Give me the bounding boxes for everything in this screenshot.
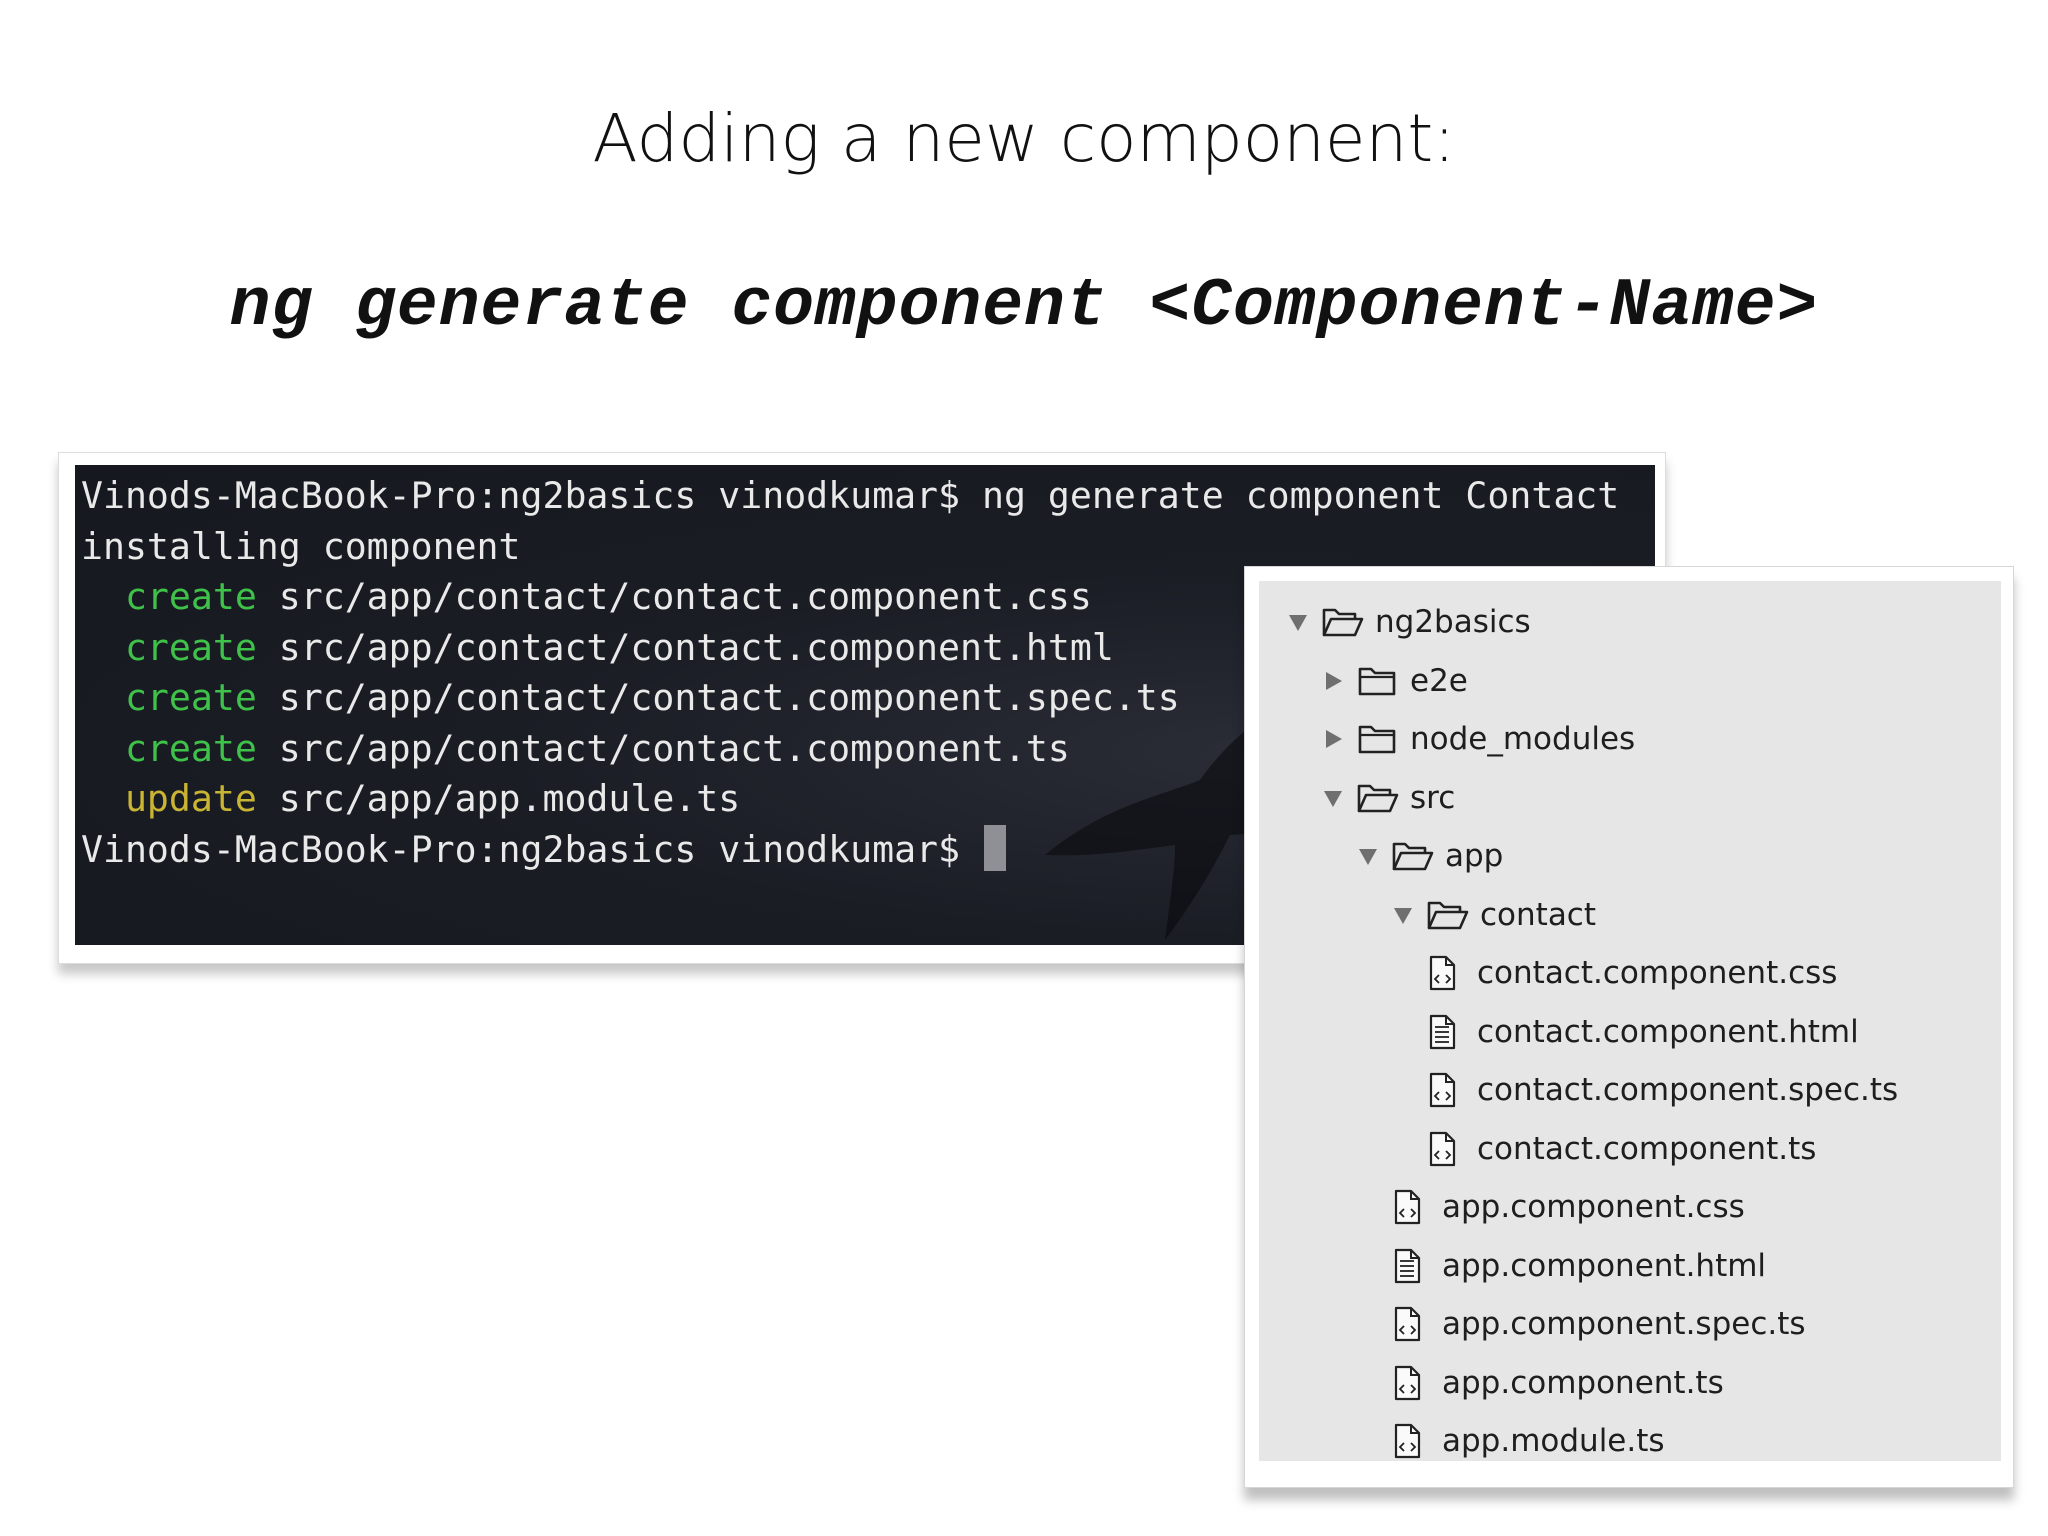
terminal-text: create xyxy=(124,575,257,618)
tree-file[interactable]: contact.component.spec.ts xyxy=(1259,1061,2001,1119)
tree-item-label: contact xyxy=(1480,896,1597,933)
terminal-text xyxy=(81,626,125,669)
terminal-line: installing component xyxy=(81,522,1619,573)
tree-file[interactable]: app.component.html xyxy=(1259,1237,2001,1295)
code-file-icon xyxy=(1394,1423,1421,1459)
folder-icon xyxy=(1358,725,1396,754)
tree-item-label: app.module.ts xyxy=(1442,1423,1665,1459)
terminal-text: create xyxy=(124,625,257,669)
terminal-line: create src/app/contact/contact.component… xyxy=(81,572,1619,623)
terminal-line: create src/app/contact/contact.component… xyxy=(81,623,1619,674)
folder-open-icon xyxy=(1392,842,1434,871)
tree-file[interactable]: contact.component.ts xyxy=(1259,1120,2001,1178)
terminal-screenshot: Vinods-MacBook-Pro:ng2basics vinodkumar$… xyxy=(58,452,1666,964)
tree-item-label: app.component.spec.ts xyxy=(1442,1306,1806,1342)
tree-item-label: src xyxy=(1410,779,1456,816)
code-file-icon xyxy=(1394,1189,1421,1225)
disclosure-collapsed-icon[interactable] xyxy=(1322,728,1344,750)
terminal-text xyxy=(81,676,125,719)
terminal-text: create xyxy=(124,676,257,719)
code-file-icon xyxy=(1429,1072,1456,1108)
terminal-text: Vinods-MacBook-Pro:ng2basics vinodkumar$ xyxy=(81,827,982,871)
folder-icon xyxy=(1358,667,1396,695)
markup-file-icon xyxy=(1429,1014,1456,1049)
terminal-text: src/app/app.module.ts xyxy=(256,777,741,820)
tree-item-label: e2e xyxy=(1410,662,1468,699)
terminal-line: Vinods-MacBook-Pro:ng2basics vinodkumar$… xyxy=(81,471,1619,522)
folder-open-icon xyxy=(1357,784,1399,812)
tree-item-label: contact.component.spec.ts xyxy=(1477,1072,1899,1108)
tree-file[interactable]: contact.component.css xyxy=(1259,944,2001,1002)
folder-open-icon xyxy=(1427,901,1469,929)
terminal-text: installing component xyxy=(81,524,521,568)
code-file-icon xyxy=(1394,1306,1421,1342)
terminal-line: Vinods-MacBook-Pro:ng2basics vinodkumar$ xyxy=(81,824,1619,876)
tree-folder-app[interactable]: app xyxy=(1259,827,2001,885)
code-file-icon xyxy=(1394,1365,1421,1400)
terminal-text xyxy=(81,727,125,770)
terminal-text: create xyxy=(124,726,257,770)
folder-open-icon xyxy=(1322,608,1364,637)
disclosure-expanded-icon[interactable] xyxy=(1357,845,1379,867)
terminal-text xyxy=(81,575,125,618)
tree-item-label: app.component.html xyxy=(1442,1247,1767,1284)
terminal-line: create src/app/contact/contact.component… xyxy=(81,673,1619,724)
tree-item-label: app xyxy=(1445,838,1504,874)
tree-item-label: app.component.ts xyxy=(1442,1364,1724,1401)
terminal-text: Vinods-MacBook-Pro:ng2basics vinodkumar$… xyxy=(81,474,1620,517)
terminal-text: src/app/contact/contact.component.ts xyxy=(256,726,1070,770)
tree-file[interactable]: app.component.spec.ts xyxy=(1259,1295,2001,1353)
terminal-text: src/app/contact/contact.component.html xyxy=(256,625,1114,669)
code-file-icon xyxy=(1429,955,1456,991)
tree-file[interactable]: contact.component.html xyxy=(1259,1003,2001,1061)
tree-folder-ng2basics[interactable]: ng2basics xyxy=(1259,593,2001,651)
tree-item-label: contact.component.css xyxy=(1477,955,1838,991)
tree-item-label: contact.component.ts xyxy=(1477,1130,1817,1167)
tree-folder-node-modules[interactable]: node_modules xyxy=(1259,710,2001,768)
tree-item-label: contact.component.html xyxy=(1477,1013,1859,1050)
terminal-text: src/app/contact/contact.component.css xyxy=(256,575,1092,618)
markup-file-icon xyxy=(1394,1248,1421,1283)
tree-folder-e2e[interactable]: e2e xyxy=(1259,652,2001,710)
disclosure-expanded-icon[interactable] xyxy=(1322,787,1344,809)
tree-folder-contact[interactable]: contact xyxy=(1259,886,2001,944)
tree-file[interactable]: app.module.ts xyxy=(1259,1412,2001,1461)
slide-title: Adding a new component: xyxy=(592,100,1456,177)
disclosure-collapsed-icon[interactable] xyxy=(1322,670,1344,692)
disclosure-expanded-icon[interactable] xyxy=(1287,611,1309,633)
tree-item-label: ng2basics xyxy=(1375,604,1531,640)
terminal-text xyxy=(81,777,125,820)
terminal-text: src/app/contact/contact.component.spec.t… xyxy=(256,676,1180,719)
terminal-text: update xyxy=(124,777,257,820)
tree-item-label: app.component.css xyxy=(1442,1189,1745,1225)
tree-file[interactable]: app.component.ts xyxy=(1259,1354,2001,1412)
terminal-cursor xyxy=(983,824,1006,871)
tree-file[interactable]: app.component.css xyxy=(1259,1178,2001,1236)
disclosure-expanded-icon[interactable] xyxy=(1392,904,1414,926)
terminal-line: update src/app/app.module.ts xyxy=(81,774,1619,825)
terminal-line: create src/app/contact/contact.component… xyxy=(81,724,1619,775)
command-syntax: ng generate component <Component-Name> xyxy=(229,268,1819,345)
tree-item-label: node_modules xyxy=(1410,721,1636,757)
terminal-window[interactable]: Vinods-MacBook-Pro:ng2basics vinodkumar$… xyxy=(75,465,1655,945)
code-file-icon xyxy=(1429,1131,1456,1166)
tree-folder-src[interactable]: src xyxy=(1259,769,2001,827)
terminal-output: Vinods-MacBook-Pro:ng2basics vinodkumar$… xyxy=(81,471,1619,875)
